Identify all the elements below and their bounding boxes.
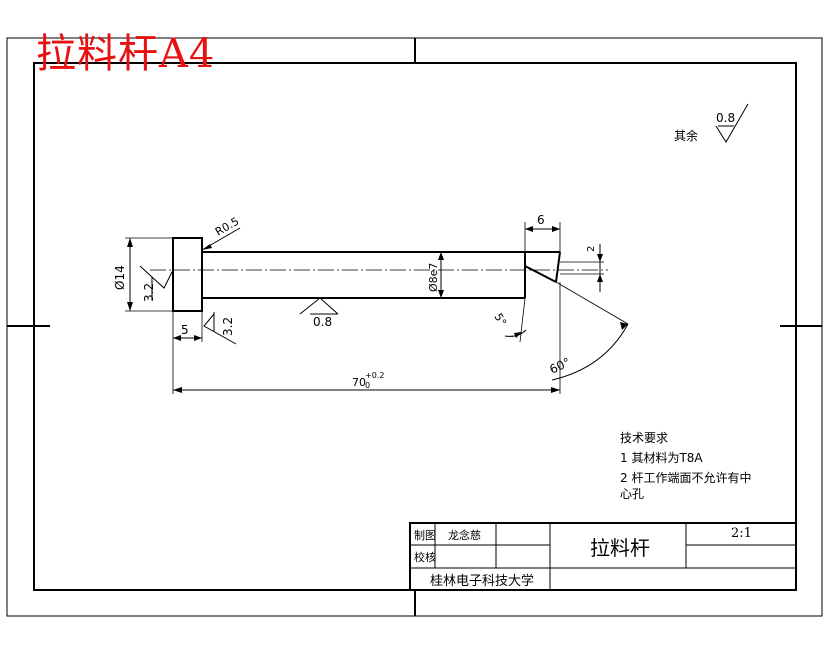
svg-text:0.8: 0.8 [716,111,735,125]
svg-text:其余: 其余 [674,128,698,143]
head-face-roughness-symbol: 3.2 [203,312,237,345]
head-diameter-dimension: Ø14 [113,237,173,312]
pin-head [172,237,203,312]
head-roughness-symbol: 3.2 [139,265,174,302]
title-block [409,522,797,591]
svg-text:70: 70 [352,376,366,389]
svg-text:6: 6 [537,213,545,227]
head-length-dimension: 5 [172,311,203,342]
svg-text:+0.2: +0.2 [365,371,384,380]
total-length-dimension: 70 +0.2 0 [172,282,561,394]
svg-text:0: 0 [365,381,370,390]
shaft-roughness-symbol: 0.8 [299,297,339,329]
technical-requirement-item: 心孔 [620,487,645,501]
shaft-diameter-dimension: Ø8e7 [427,252,444,298]
general-roughness-symbol: 其余 0.8 [674,103,749,143]
technical-requirements-title: 技术要求 [620,431,669,445]
svg-text:5°: 5° [491,311,509,328]
slot-angle-dimension: 5° [491,297,527,343]
technical-requirement-item: 1 其材料为T8A [620,451,703,465]
technical-requirements: 技术要求 1 其材料为T8A 2 杆工作端面不允许有中 心孔 [620,428,751,504]
hook-undercut [524,265,557,283]
drawn-label: 制图 [414,529,436,542]
svg-text:3.2: 3.2 [221,317,235,336]
scale: 2:1 [731,526,752,541]
organization: 桂林电子科技大学 [430,574,535,589]
radius-callout: R0.5 [201,215,241,251]
part-name: 拉料杆 [590,536,650,560]
svg-text:Ø8e7: Ø8e7 [427,263,440,292]
svg-text:2: 2 [586,246,597,252]
svg-text:5: 5 [181,323,189,337]
slot-width-dimension: 6 [524,213,561,252]
checked-label: 校核 [414,551,436,564]
drawn-by: 龙念慈 [448,529,481,542]
svg-text:Ø14: Ø14 [113,265,127,290]
svg-text:0.8: 0.8 [313,315,332,329]
technical-requirement-item: 2 杆工作端面不允许有中 [620,471,752,485]
part-outline [172,237,561,312]
hook-tip [555,251,561,283]
hook-angle-dimension: 60° [547,281,629,381]
sheet-label: 拉料杆A4 [36,31,216,77]
slot-depth-dimension: 2 [560,244,604,292]
svg-text:3.2: 3.2 [142,283,156,302]
